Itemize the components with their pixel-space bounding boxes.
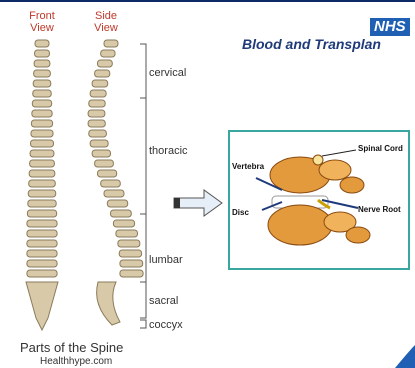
front-vertebra xyxy=(28,190,56,197)
front-vertebra xyxy=(33,80,51,87)
side-vertebra xyxy=(97,60,112,67)
org-title: Blood and Transplan xyxy=(242,36,381,52)
front-vertebra xyxy=(31,140,54,147)
front-vertebra xyxy=(27,210,56,217)
side-vertebra xyxy=(97,170,116,177)
front-vertebra xyxy=(27,220,57,227)
coccyx-label: coccyx xyxy=(149,319,183,331)
front-vertebra xyxy=(35,50,50,57)
side-vertebra xyxy=(101,180,121,187)
sacral-bracket xyxy=(140,282,146,318)
arrow-right-icon xyxy=(174,190,222,216)
front-view-spine xyxy=(26,40,58,330)
side-vertebra xyxy=(90,140,108,147)
side-vertebra xyxy=(95,160,114,167)
side-vertebra xyxy=(118,240,140,247)
region-brackets xyxy=(140,44,146,328)
thoracic-label: thoracic xyxy=(149,145,188,157)
caption-title: Parts of the Spine xyxy=(20,340,123,355)
front-vertebra xyxy=(27,270,57,277)
corner-swoosh xyxy=(395,345,415,368)
front-vertebra xyxy=(33,90,52,97)
side-vertebra xyxy=(116,230,138,237)
side-vertebra xyxy=(88,120,105,127)
cervical-label: cervical xyxy=(149,67,186,79)
front-vertebra xyxy=(32,100,51,107)
side-vertebra xyxy=(101,50,115,57)
side-vertebra xyxy=(104,40,118,47)
side-vertebra xyxy=(92,150,110,157)
side-vertebra xyxy=(90,90,106,97)
thoracic-bracket xyxy=(140,98,146,214)
front-vertebra xyxy=(35,40,49,47)
side-sacrum xyxy=(97,282,120,325)
front-vertebra xyxy=(34,60,50,67)
spinal-cord-label: Spinal Cord xyxy=(358,144,403,153)
front-vertebra xyxy=(30,150,54,157)
front-vertebra xyxy=(32,110,52,117)
front-vertebra xyxy=(30,160,55,167)
side-vertebra xyxy=(89,100,105,107)
front-sacrum xyxy=(26,282,58,330)
nerve-root-label: Nerve Root xyxy=(358,205,401,214)
side-vertebra xyxy=(95,70,110,77)
front-vertebra xyxy=(34,70,51,77)
cervical-bracket xyxy=(140,44,146,98)
side-vertebra xyxy=(88,110,105,117)
vertebra-label: Vertebra xyxy=(232,162,264,171)
side-vertebra xyxy=(113,220,134,227)
front-vertebra xyxy=(27,260,57,267)
front-vertebra xyxy=(31,130,53,137)
lumbar-label: lumbar xyxy=(149,254,183,266)
side-vertebra xyxy=(120,260,143,267)
front-vertebra xyxy=(29,170,55,177)
nhs-logo: NHS xyxy=(370,18,410,36)
side-vertebra xyxy=(89,130,107,137)
side-view-spine xyxy=(88,40,143,325)
front-vertebra xyxy=(31,120,52,127)
side-vertebra xyxy=(92,80,108,87)
side-vertebra xyxy=(104,190,124,197)
front-vertebra xyxy=(28,200,56,207)
coccyx-bracket xyxy=(140,320,146,328)
side-vertebra xyxy=(107,200,127,207)
front-vertebra xyxy=(27,240,57,247)
front-vertebra xyxy=(27,250,57,257)
front-vertebra xyxy=(29,180,56,187)
sacral-label: sacral xyxy=(149,295,178,307)
side-vertebra xyxy=(111,210,132,217)
disc-label: Disc xyxy=(232,208,249,217)
side-vertebra xyxy=(119,250,141,257)
side-vertebra xyxy=(120,270,143,277)
caption-source: Healthhype.com xyxy=(40,356,112,367)
front-vertebra xyxy=(27,230,57,237)
